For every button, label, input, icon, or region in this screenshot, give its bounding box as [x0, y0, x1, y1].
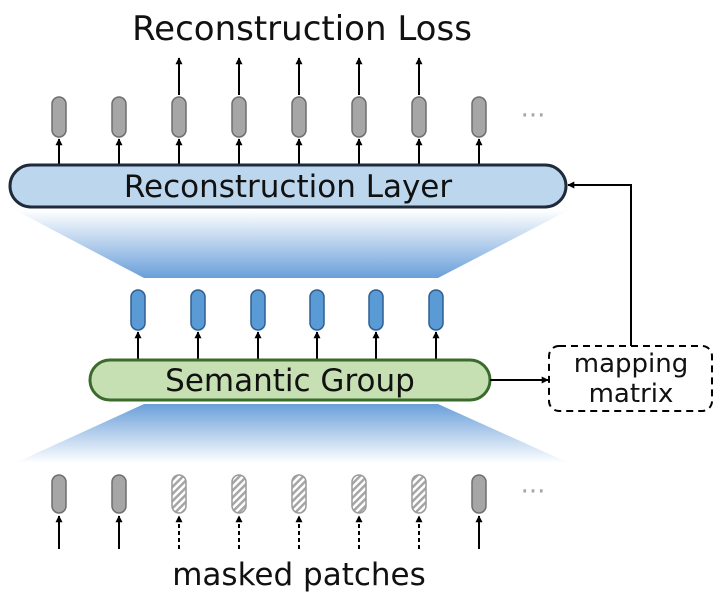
mapping-matrix-line1: mapping — [574, 349, 688, 379]
output-token — [291, 96, 307, 138]
output-token — [171, 96, 187, 138]
decoder-funnel-top — [15, 210, 569, 278]
semantic-token — [130, 289, 146, 331]
masked-patch-token — [231, 474, 247, 514]
output-token — [471, 96, 487, 138]
semantic-token — [368, 289, 384, 331]
semantic-group-label: Semantic Group — [165, 363, 415, 399]
reconstruction-loss-title: Reconstruction Loss — [132, 9, 472, 49]
mapping-matrix-line2: matrix — [589, 379, 674, 409]
bottom-ellipsis: ··· — [521, 477, 546, 507]
masked-patches-caption: masked patches — [172, 557, 426, 593]
visible-patch-token — [51, 474, 67, 514]
masked-patch-token — [171, 474, 187, 514]
semantic-token — [428, 289, 444, 331]
output-token — [411, 96, 427, 138]
reconstruction-layer-box — [8, 163, 568, 209]
output-token — [231, 96, 247, 138]
visible-patch-token — [471, 474, 487, 514]
reconstruction-layer-label: Reconstruction Layer — [124, 169, 453, 205]
output-token — [111, 96, 127, 138]
top-ellipsis: ··· — [521, 101, 546, 131]
arrow-mapping-to-reconstruction — [567, 181, 632, 346]
masked-patch-token — [351, 474, 367, 514]
output-token — [51, 96, 67, 138]
masked-patch-token — [411, 474, 427, 514]
input-patch-tokens — [51, 474, 487, 549]
semantic-token — [190, 289, 206, 331]
semantic-token — [309, 289, 325, 331]
masked-patch-token — [291, 474, 307, 514]
output-token — [351, 96, 367, 138]
visible-patch-token — [111, 474, 127, 514]
semantic-token — [250, 289, 266, 331]
encoder-funnel-bottom — [15, 404, 569, 463]
semantic-tokens — [130, 289, 444, 360]
mapping-matrix-box — [548, 345, 713, 412]
output-tokens — [51, 57, 487, 165]
